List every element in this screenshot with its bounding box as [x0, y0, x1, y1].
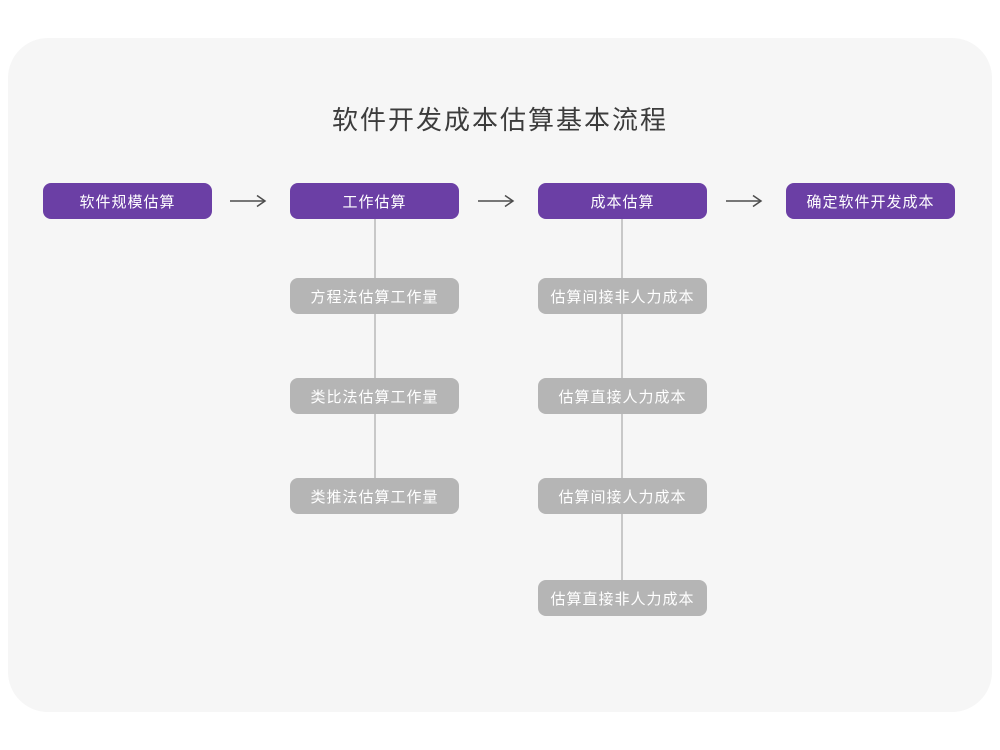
- flow-node-determine-software-dev-cost: 确定软件开发成本: [786, 183, 955, 219]
- arrow-right-icon: [726, 194, 763, 208]
- arrow-right-icon: [478, 194, 515, 208]
- flow-node-indirect-nonlabor-cost: 估算间接非人力成本: [538, 278, 707, 314]
- diagram-title: 软件开发成本估算基本流程: [331, 105, 668, 135]
- flow-node-extrapolation-method: 类推法估算工作量: [290, 478, 459, 514]
- flow-node-equation-method: 方程法估算工作量: [290, 278, 459, 314]
- flowchart-canvas: 软件开发成本估算基本流程 软件规模估算 工作估算 成本估算 确定软件开发成本 方…: [8, 38, 992, 712]
- flow-node-direct-labor-cost: 估算直接人力成本: [538, 378, 707, 414]
- flow-node-cost-estimation: 成本估算: [538, 183, 707, 219]
- flow-node-work-estimation: 工作估算: [290, 183, 459, 219]
- connector-line-work: [374, 219, 376, 496]
- flow-node-software-scale-estimation: 软件规模估算: [43, 183, 212, 219]
- flow-node-indirect-labor-cost: 估算间接人力成本: [538, 478, 707, 514]
- arrow-right-icon: [230, 194, 267, 208]
- flow-node-direct-nonlabor-cost: 估算直接非人力成本: [538, 580, 707, 616]
- flow-node-analogy-method: 类比法估算工作量: [290, 378, 459, 414]
